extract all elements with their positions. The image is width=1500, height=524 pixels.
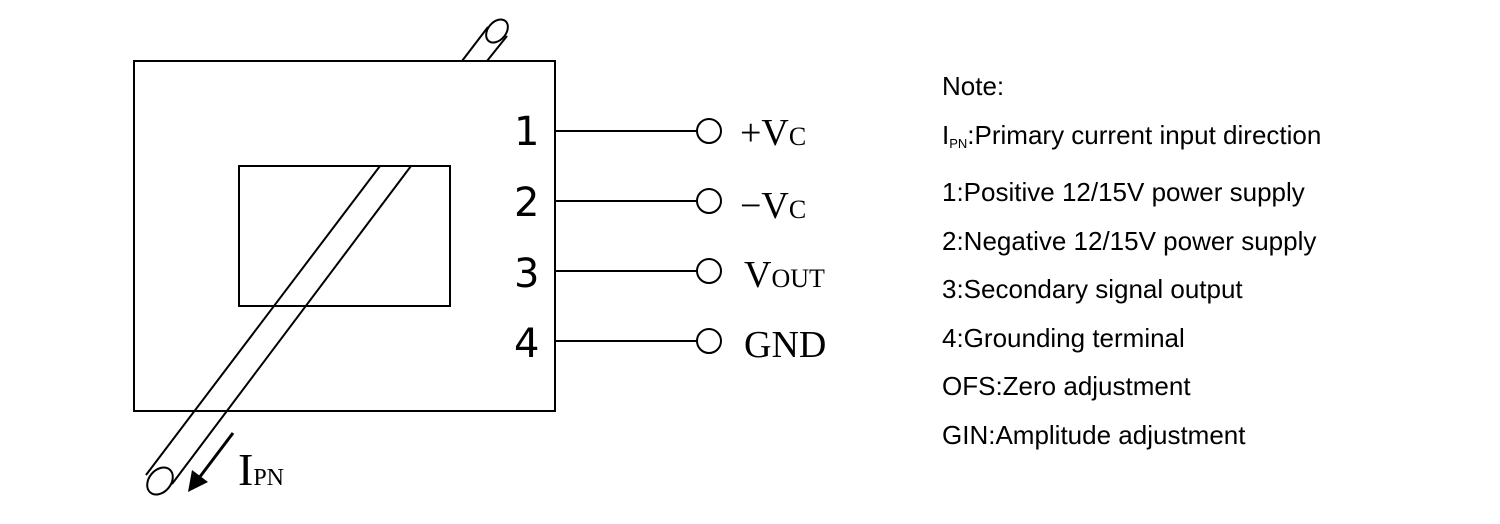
notes-line-gin: GIN:Amplitude adjustment — [942, 419, 1246, 450]
current-direction-arrow — [188, 432, 235, 492]
pin-1-number: 1 — [514, 109, 539, 155]
notes-line-ofs: OFS:Zero adjustment — [942, 371, 1191, 401]
pin-2: 2 −VC — [514, 180, 806, 227]
sensor-housing — [133, 60, 556, 412]
primary-conductor — [145, 165, 412, 496]
pin-1-signal: +VC — [740, 112, 806, 154]
pin-1-terminal — [696, 118, 722, 144]
pin-1: 1 +VC — [514, 109, 806, 155]
pin-2-signal: −VC — [740, 185, 806, 227]
pin-3: 3 VOUT — [514, 251, 825, 297]
core-window — [238, 165, 451, 307]
pin-4-number: 4 — [514, 321, 539, 367]
pin-4-signal: GND — [744, 324, 826, 366]
notes-title: Note: — [942, 71, 1005, 101]
pin-3-number: 3 — [514, 251, 539, 297]
notes-ipn-line: IPN:Primary current input direction — [942, 119, 1322, 151]
pin-3-signal: VOUT — [744, 254, 825, 296]
pin-2-terminal — [696, 188, 722, 214]
notes-panel: Note: IPN:Primary current input directio… — [942, 62, 1321, 459]
pin-4-terminal — [696, 328, 722, 354]
pin-2-number: 2 — [514, 180, 539, 226]
notes-line-1: 1:Positive 12/15V power supply — [942, 177, 1305, 207]
notes-line-4: 4:Grounding terminal — [942, 322, 1185, 353]
pin-3-terminal — [696, 258, 722, 284]
pin-4: 4 GND — [514, 321, 826, 367]
conductor-top-stub — [461, 18, 509, 62]
current-label: IPN — [238, 444, 284, 495]
notes-line-2: 2:Negative 12/15V power supply — [942, 225, 1317, 256]
notes-line-3: 3:Secondary signal output — [942, 274, 1243, 304]
